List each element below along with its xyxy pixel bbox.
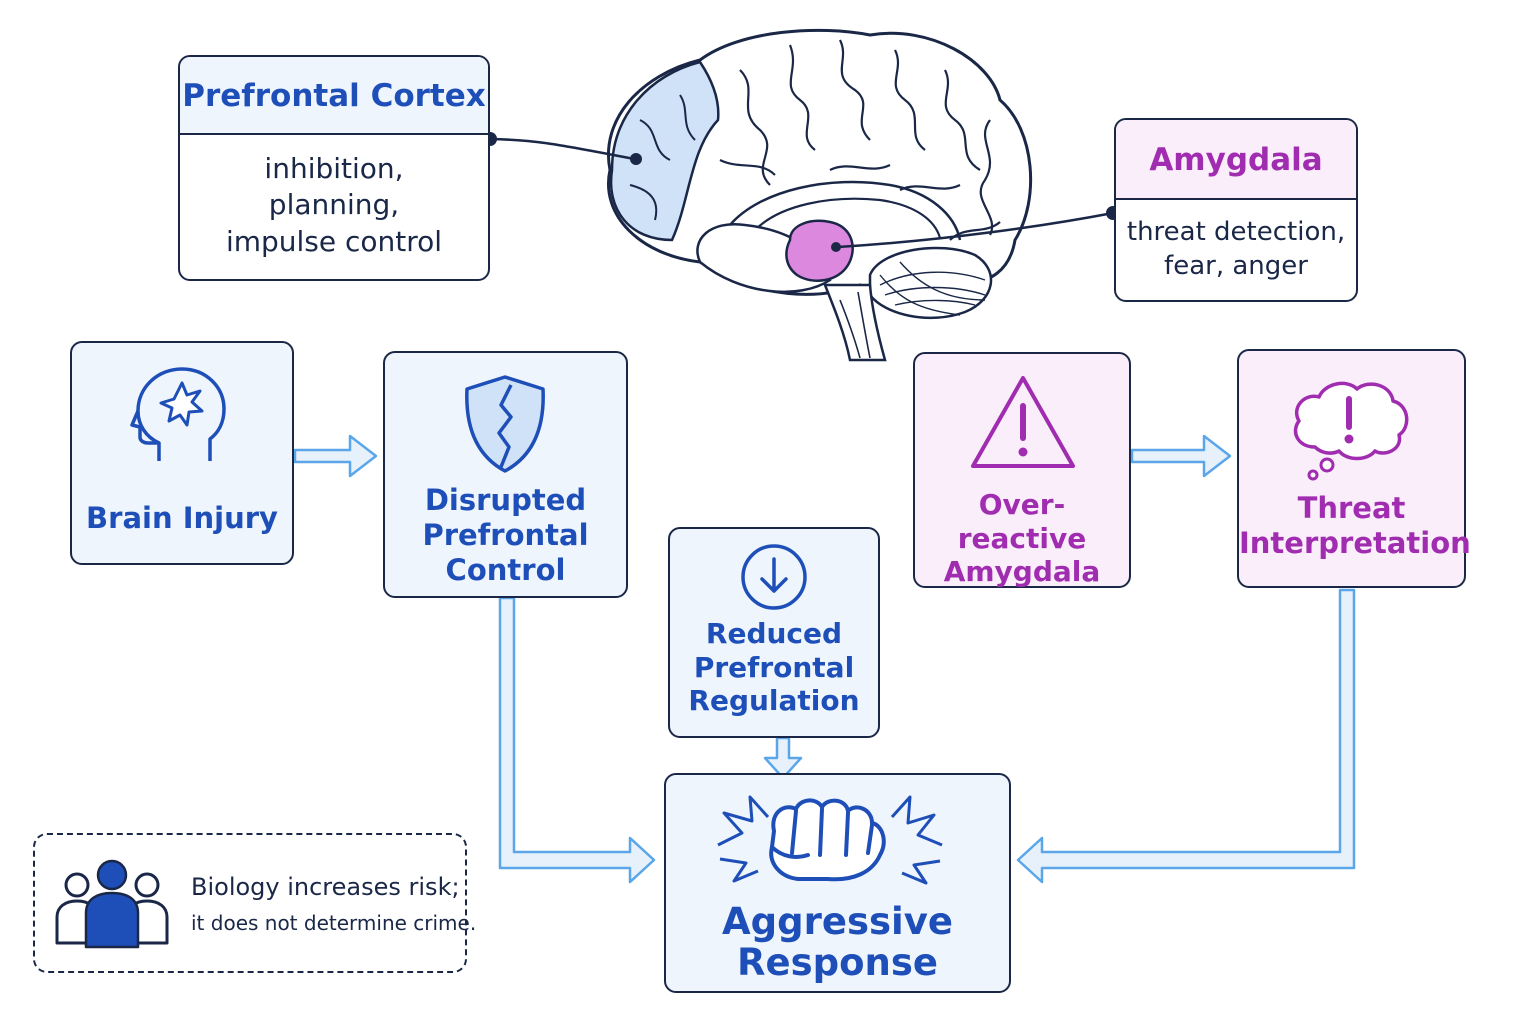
aggressive-line-1: Aggressive	[722, 900, 953, 943]
amygdala-connector	[837, 211, 1114, 249]
amygdala-callout: Amygdala threat detection, fear, anger	[1114, 118, 1358, 302]
amygdala-region	[785, 219, 854, 282]
reduced-line-3: Regulation	[688, 684, 860, 718]
aggressive-response-node: Aggressive Response	[664, 773, 1011, 993]
disclaimer-note: Biology increases risk; it does not dete…	[33, 833, 476, 973]
threat-line-1: Threat	[1297, 491, 1406, 525]
reduced-line-1: Reduced	[705, 617, 843, 650]
arrow-threat-to-aggressive	[1016, 588, 1356, 884]
arrow-injury-to-disrupted	[293, 434, 378, 478]
threat-line-2: Interpretation	[1239, 525, 1471, 560]
prefrontal-region	[609, 60, 720, 242]
amygdala-line-1: threat detection,	[1126, 217, 1346, 247]
overreactive-line-2: Amygdala	[943, 555, 1101, 589]
broken-shield-icon	[465, 375, 545, 473]
thought-bubble-alert-icon	[1293, 381, 1409, 481]
aggressive-line-2: Response	[737, 941, 938, 985]
prefrontal-line-2: planning,	[268, 188, 400, 222]
warning-triangle-icon	[971, 376, 1075, 468]
prefrontal-callout-title: Prefrontal Cortex	[180, 57, 488, 135]
overreactive-line-1: Over-reactive	[957, 488, 1087, 555]
brain-injury-node: Brain Injury	[70, 341, 294, 565]
prefrontal-connector	[489, 137, 641, 162]
note-line-2: it does not determine crime.	[191, 911, 477, 935]
disrupted-line-3: Control	[445, 552, 566, 587]
prefrontal-line-1: inhibition,	[264, 152, 404, 185]
arrow-disrupted-to-aggressive	[498, 596, 656, 884]
threat-interpretation-node: Threat Interpretation	[1237, 349, 1471, 588]
people-group-icon	[55, 859, 169, 949]
cerebellum	[868, 246, 993, 320]
reduced-line-2: Prefrontal	[693, 650, 855, 684]
brain-injury-label: Brain Injury	[86, 501, 278, 535]
arrow-reduced-to-aggressive	[763, 736, 803, 780]
note-line-1: Biology increases risk;	[191, 873, 460, 901]
disrupted-line-1: Disrupted	[424, 483, 587, 517]
disrupted-prefrontal-node: Disrupted Prefrontal Control	[383, 351, 628, 598]
reduced-regulation-node: Reduced Prefrontal Regulation	[668, 527, 880, 738]
fist-impact-icon	[717, 795, 943, 885]
brain-folds	[719, 39, 1001, 241]
amygdala-line-2: fear, anger	[1164, 250, 1308, 281]
head-burst-icon	[130, 367, 226, 461]
overreactive-amygdala-node: Over-reactive Amygdala	[913, 352, 1131, 588]
arrow-amygdala-to-threat	[1130, 434, 1232, 478]
brainstem	[823, 283, 887, 362]
disrupted-line-2: Prefrontal	[422, 517, 589, 552]
amygdala-callout-title: Amygdala	[1116, 120, 1356, 200]
prefrontal-line-3: impulse control	[225, 224, 443, 258]
down-arrow-circle-icon	[741, 544, 807, 610]
prefrontal-callout: Prefrontal Cortex inhibition, planning, …	[178, 55, 490, 281]
